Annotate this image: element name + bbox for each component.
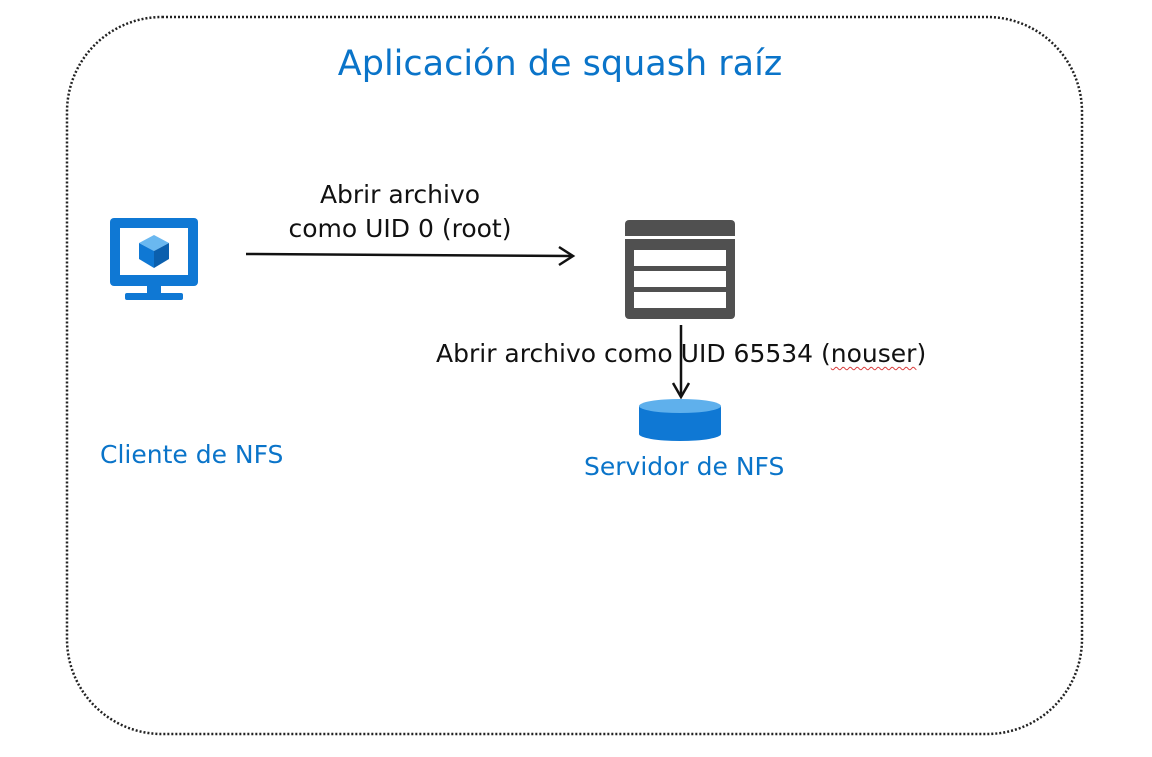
client-monitor-icon [110, 218, 198, 300]
request-arrow [245, 245, 576, 267]
client-label: Cliente de NFS [100, 440, 284, 469]
client-request-label: Abrir archivo como UID 0 (root) [262, 178, 538, 246]
storage-disk-icon [639, 399, 721, 441]
server-request-suffix: ) [916, 339, 927, 368]
diagram-title: Aplicación de squash raíz [337, 44, 783, 84]
server-request-user: nouser [830, 339, 917, 368]
server-rack-icon [625, 220, 735, 319]
server-label: Servidor de NFS [584, 452, 785, 481]
server-request-prefix: Abrir archivo como UID 65534 ( [436, 339, 831, 368]
cube-icon [139, 235, 169, 268]
squash-arrow [671, 325, 691, 400]
client-request-line-1: Abrir archivo [319, 180, 481, 209]
client-request-line-2: como UID 0 (root) [288, 214, 512, 243]
dotted-boundary [65, 15, 1084, 736]
server-request-label: Abrir archivo como UID 65534 (nouser) [436, 339, 926, 368]
